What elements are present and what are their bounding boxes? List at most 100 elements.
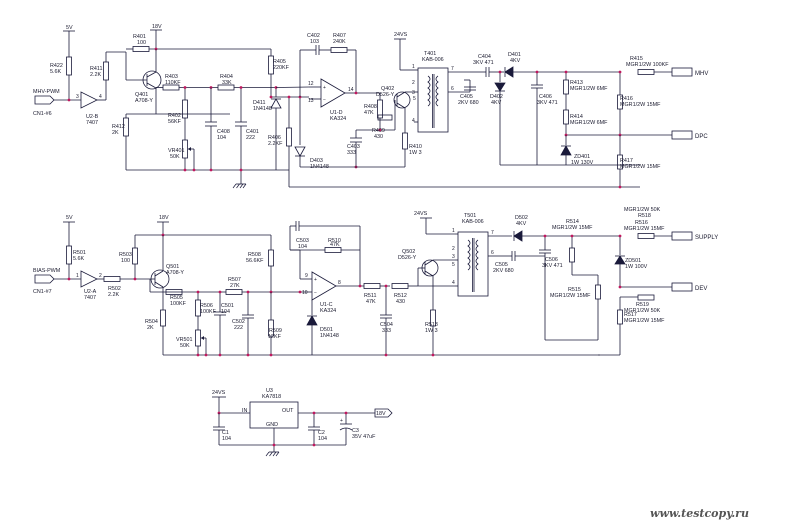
svg-text:GND: GND bbox=[266, 422, 278, 428]
buffer-u2b: 3 4 U2-B 7407 bbox=[76, 91, 106, 126]
svg-text:ZD401: ZD401 bbox=[574, 154, 590, 160]
potentiometer-vr501: VR501 50K bbox=[176, 329, 207, 355]
svg-text:KA324: KA324 bbox=[330, 116, 346, 122]
resistor-r512: R512 430 bbox=[391, 283, 418, 305]
resistor-r401: R401 100 bbox=[126, 34, 271, 52]
rail-24vs-reg: 24VS bbox=[212, 390, 226, 413]
svg-text:1W 100V: 1W 100V bbox=[625, 264, 648, 270]
port-dpc[interactable]: DPC bbox=[640, 130, 708, 140]
svg-text:R514: R514 bbox=[566, 219, 579, 225]
svg-text:24VS: 24VS bbox=[212, 390, 226, 396]
svg-text:2.2K: 2.2K bbox=[90, 72, 101, 78]
svg-text:C406: C406 bbox=[539, 94, 552, 100]
watermark: www.testcopy.ru bbox=[650, 507, 749, 520]
svg-text:3KV 471: 3KV 471 bbox=[542, 263, 563, 269]
svg-text:R414: R414 bbox=[570, 114, 583, 120]
svg-text:C504: C504 bbox=[380, 322, 393, 328]
resistor-r501: R501 5.6K bbox=[66, 245, 86, 278]
resistor-r412: R412 2K bbox=[112, 114, 230, 171]
svg-text:MGR1/2W 15MF: MGR1/2W 15MF bbox=[624, 318, 665, 324]
svg-text:C506: C506 bbox=[545, 257, 558, 263]
svg-text:MGR1/2W 15MF: MGR1/2W 15MF bbox=[620, 164, 661, 170]
port-mhv-pwm[interactable]: MHV-PWM CN1-#6 bbox=[33, 89, 81, 117]
svg-text:R403: R403 bbox=[165, 74, 178, 80]
svg-text:R410: R410 bbox=[409, 144, 422, 150]
svg-text:5: 5 bbox=[413, 96, 416, 102]
svg-text:T401: T401 bbox=[424, 51, 436, 57]
svg-text:R503: R503 bbox=[119, 252, 132, 258]
svg-text:MGR1/2W 50K: MGR1/2W 50K bbox=[624, 308, 661, 314]
svg-text:3KV 471: 3KV 471 bbox=[537, 100, 558, 106]
svg-text:3KV 471: 3KV 471 bbox=[473, 60, 494, 66]
svg-text:ZD501: ZD501 bbox=[625, 258, 641, 264]
svg-text:1N4148: 1N4148 bbox=[310, 164, 329, 170]
capacitor-c408: C408 104 bbox=[205, 87, 230, 170]
resistor-r518: R518 MGR1/2W 50K bbox=[624, 207, 672, 237]
svg-text:4KV: 4KV bbox=[510, 58, 521, 64]
resistor-r519: R519 MGR1/2W 50K bbox=[620, 294, 661, 314]
svg-text:U1-C: U1-C bbox=[320, 302, 333, 308]
svg-text:R413: R413 bbox=[570, 80, 583, 86]
capacitor-c504: C504 333 bbox=[380, 286, 393, 355]
svg-text:24VS: 24VS bbox=[394, 32, 408, 38]
svg-text:C503: C503 bbox=[296, 238, 309, 244]
svg-text:MGR1/2W 15MF: MGR1/2W 15MF bbox=[550, 293, 591, 299]
svg-text:U2-B: U2-B bbox=[86, 114, 99, 120]
svg-text:5.6K: 5.6K bbox=[73, 256, 84, 262]
svg-text:R416: R416 bbox=[620, 96, 633, 102]
port-dev[interactable]: DEV bbox=[671, 282, 707, 292]
svg-text:5.6K: 5.6K bbox=[50, 69, 61, 75]
svg-text:33K: 33K bbox=[222, 80, 232, 86]
svg-text:R506: R506 bbox=[200, 303, 213, 309]
port-mhv[interactable]: MHV bbox=[671, 67, 708, 77]
svg-text:MGR1/2W 15MF: MGR1/2W 15MF bbox=[620, 102, 661, 108]
port-18v-out[interactable]: 18V bbox=[374, 408, 393, 418]
svg-text:35V 47uF: 35V 47uF bbox=[352, 434, 376, 440]
resistor-r517: R517 MGR1/2W 15MF bbox=[598, 297, 665, 356]
svg-text:R501: R501 bbox=[73, 250, 86, 256]
diode-d411: D411 1N4148 bbox=[253, 87, 282, 170]
rail-24vs-upper: 24VS bbox=[394, 32, 414, 71]
resistor-r413: R413 MGR1/2W 6MF bbox=[563, 72, 608, 110]
svg-text:6: 6 bbox=[491, 250, 494, 256]
svg-text:100KF: 100KF bbox=[200, 309, 217, 315]
svg-text:MHV-PWM: MHV-PWM bbox=[33, 89, 60, 95]
transformer-t501: 1 2 3 4 5 6 7 T501 KAB-006 bbox=[418, 213, 512, 297]
resistor-r513: R513 1W 3 bbox=[425, 309, 438, 355]
resistor-r508: R508 56.6KF bbox=[246, 235, 274, 292]
svg-text:Q501: Q501 bbox=[166, 264, 179, 270]
svg-text:Q502: Q502 bbox=[402, 249, 415, 255]
svg-text:430: 430 bbox=[374, 134, 383, 140]
svg-text:KAB-006: KAB-006 bbox=[422, 57, 444, 63]
capacitor-c505: C505 2KV 680 bbox=[493, 251, 545, 274]
svg-text:Q402: Q402 bbox=[381, 86, 394, 92]
port-bias-pwm[interactable]: BIAS-PWM CN1-#7 bbox=[33, 268, 81, 295]
diode-d402: D402 4KV bbox=[490, 72, 506, 165]
resistor-r515: R515 MGR1/2W 15MF bbox=[550, 275, 601, 340]
svg-text:18V: 18V bbox=[159, 215, 169, 221]
svg-text:D526-Y: D526-Y bbox=[376, 92, 395, 98]
svg-text:47K: 47K bbox=[364, 110, 374, 116]
svg-text:240K: 240K bbox=[333, 39, 346, 45]
svg-text:D526-Y: D526-Y bbox=[398, 255, 417, 261]
svg-text:R516: R516 bbox=[635, 220, 648, 226]
svg-text:2KV 680: 2KV 680 bbox=[458, 100, 479, 106]
svg-text:D403: D403 bbox=[310, 158, 323, 164]
svg-text:D411: D411 bbox=[253, 100, 266, 106]
svg-text:14: 14 bbox=[348, 87, 354, 93]
svg-text:CN1-#7: CN1-#7 bbox=[33, 289, 52, 295]
svg-text:A708-Y: A708-Y bbox=[135, 98, 153, 104]
capacitor-c405: C405 2KV 680 bbox=[458, 79, 479, 106]
svg-text:C403: C403 bbox=[347, 144, 360, 150]
capacitor-c406: C406 3KV 471 bbox=[531, 72, 558, 165]
rail-18v-lower: 18V bbox=[157, 215, 169, 235]
svg-text:47K: 47K bbox=[330, 242, 340, 248]
capacitor-c506: C506 3KV 471 bbox=[539, 236, 563, 340]
rail-5v-label: 5V bbox=[66, 25, 73, 31]
port-supply[interactable]: SUPPLY bbox=[671, 231, 718, 241]
capacitor-c401: C401 222 bbox=[235, 87, 259, 170]
svg-text:C402: C402 bbox=[307, 33, 320, 39]
transistor-q401: Q401 A708-Y bbox=[126, 49, 162, 104]
svg-text:18V: 18V bbox=[376, 411, 386, 417]
